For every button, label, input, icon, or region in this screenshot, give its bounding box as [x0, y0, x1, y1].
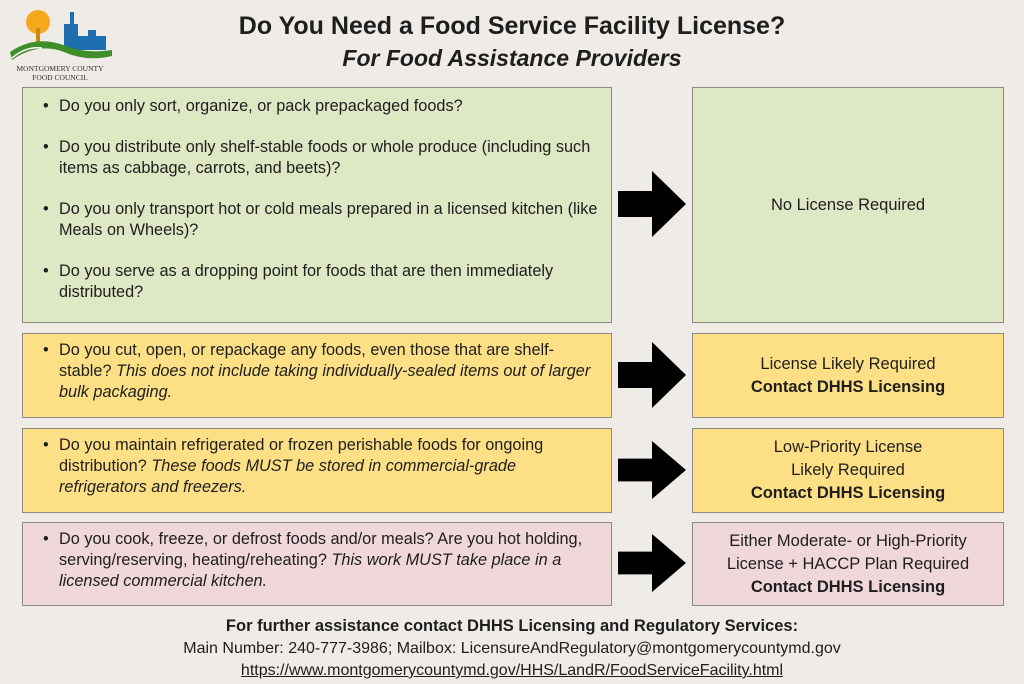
question-text: Do you cook, freeze, or defrost foods an… [59, 530, 583, 569]
result-contact: Contact DHHS Licensing [750, 577, 946, 596]
result-box-low-priority: Low-Priority License Likely Required Con… [692, 428, 1004, 513]
question-note: This work MUST take place in a licensed … [59, 551, 562, 590]
result-text: Likely Required [791, 461, 905, 479]
question-item: Do you cut, open, or repackage any foods… [41, 340, 601, 403]
question-note: This does not include taking individuall… [59, 362, 591, 401]
page-subtitle: For Food Assistance Providers [342, 45, 682, 71]
result-text: Either Moderate- or High-Priority [729, 531, 967, 550]
questions-box-cook: Do you cook, freeze, or defrost foods an… [22, 522, 612, 606]
questions-box-repackage: Do you cut, open, or repackage any foods… [22, 333, 612, 418]
footer-contact: Main Number: 240-777-3986; Mailbox: Lice… [183, 640, 841, 657]
question-item: Do you only sort, organize, or pack prep… [41, 96, 601, 117]
question-text: Do you cut, open, or repackage any foods… [59, 341, 555, 380]
result-contact: Contact DHHS Licensing [750, 484, 946, 502]
questions-box-no-license: Do you only sort, organize, or pack prep… [22, 87, 612, 323]
question-item: Do you maintain refrigerated or frozen p… [41, 435, 601, 498]
facility-info-link[interactable]: https://www.montgomerycountymd.gov/HHS/L… [240, 662, 784, 679]
question-item: Do you serve as a dropping point for foo… [41, 261, 601, 303]
arrow-right-icon [618, 171, 686, 237]
result-text: Low-Priority License [773, 438, 923, 456]
question-note: These foods MUST be stored in commercial… [59, 457, 516, 496]
arrow-right-icon [618, 441, 686, 499]
result-text: No License Required [770, 195, 926, 214]
logo-line2: FOOD COUNCIL [32, 73, 88, 82]
question-item: Do you cook, freeze, or defrost foods an… [41, 529, 601, 592]
arrow-right-icon [618, 342, 686, 408]
footer-heading: For further assistance contact DHHS Lice… [225, 617, 799, 635]
result-box-no-license: No License Required [692, 87, 1004, 323]
result-box-license-likely: License Likely Required Contact DHHS Lic… [692, 333, 1004, 418]
logo-line1: MONTGOMERY COUNTY [16, 64, 104, 73]
logo-graphic-icon [10, 10, 112, 60]
page-title: Do You Need a Food Service Facility Lice… [238, 12, 786, 40]
question-item: Do you only transport hot or cold meals … [41, 199, 601, 241]
result-text: License Likely Required [760, 354, 936, 373]
result-box-high-priority: Either Moderate- or High-Priority Licens… [692, 522, 1004, 606]
result-contact: Contact DHHS Licensing [750, 377, 946, 396]
question-text: Do you maintain refrigerated or frozen p… [59, 436, 544, 475]
questions-box-refrigerated: Do you maintain refrigerated or frozen p… [22, 428, 612, 513]
arrow-right-icon [618, 534, 686, 592]
result-text: License + HACCP Plan Required [726, 554, 970, 573]
question-item: Do you distribute only shelf-stable food… [41, 137, 601, 179]
